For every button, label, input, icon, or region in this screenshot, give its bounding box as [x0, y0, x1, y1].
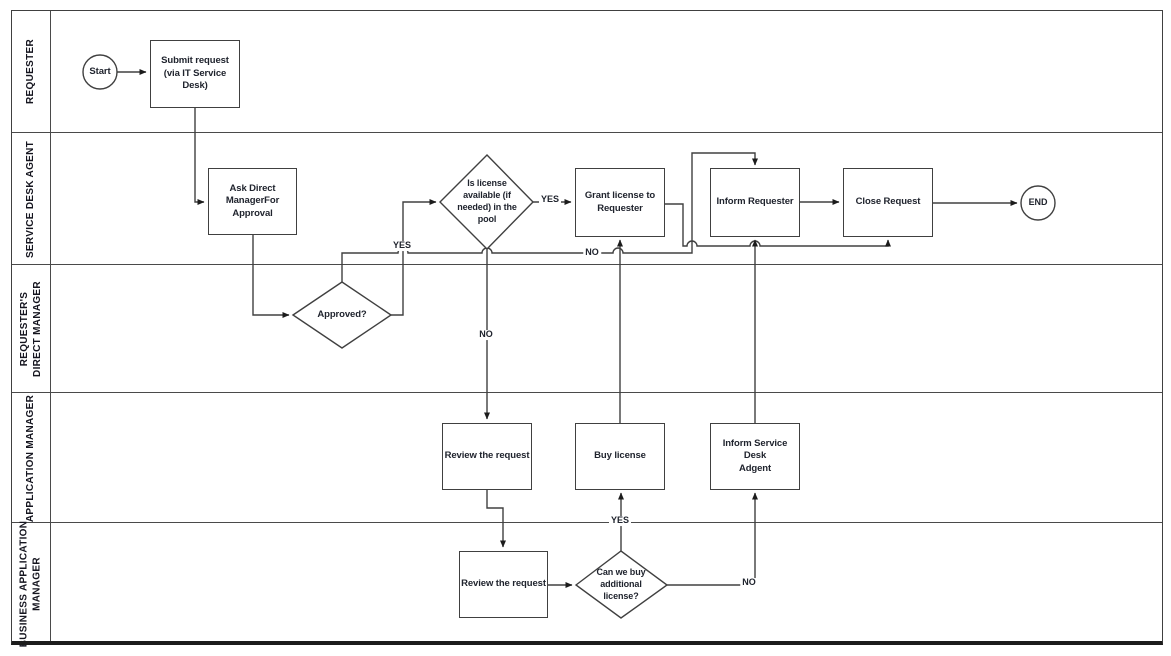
lane-label-requesters-direct-manager: REQUESTER'S DIRECT MANAGER [11, 265, 51, 393]
edge-approved-yes-to-license-diamond [391, 199, 437, 316]
lane-label-application-manager: APPLICATION MANAGER [11, 393, 51, 523]
node-submit-request: Submit request (via IT Service Desk) [150, 40, 240, 108]
edge-label-approved-yes: YES [390, 240, 414, 251]
lane-requester [11, 10, 1163, 133]
lane-requesters-direct-manager [11, 265, 1163, 393]
lane-label-requester: REQUESTER [11, 10, 51, 133]
node-label: Review the request [461, 578, 546, 590]
edge-ask-manager-to-approved [252, 235, 290, 318]
diamond-can-buy [574, 550, 669, 619]
node-label: Review the request [444, 450, 530, 462]
node-label: Inform Service Desk Adgent [722, 437, 788, 474]
edge-can-buy-no-to-inform-sd [667, 492, 758, 586]
edge-label-license-no: NO [477, 329, 495, 340]
edge-approved-no-to-inform-requester [341, 152, 758, 282]
lane-label-business-application-manager: BUSINESS APPLICATION MANAGER [11, 521, 51, 647]
node-label: Buy license [594, 450, 646, 462]
diamond-license-available [439, 154, 534, 250]
lane-application-manager [11, 393, 1163, 523]
node-label: Grant license to Requester [584, 189, 656, 214]
end-terminator [1020, 185, 1056, 221]
edge-review-app-to-review-bus [486, 490, 506, 548]
node-label: Submit request (via IT Service Desk) [161, 55, 229, 92]
diagram-border [11, 10, 1163, 645]
node-ask-direct-manager: Ask Direct ManagerFor Approval [208, 168, 297, 235]
edge-label-can-buy-no: NO [740, 577, 758, 588]
node-label: Close Request [855, 196, 921, 208]
lane-label-service-desk-agent: SERVICE DESK AGENT [11, 133, 51, 265]
node-grant-license: Grant license to Requester [575, 168, 665, 237]
edge-submit-to-ask-manager [194, 108, 205, 205]
node-buy-license: Buy license [575, 423, 665, 490]
start-terminator [82, 54, 118, 90]
node-review-request-application-manager: Review the request [442, 423, 532, 490]
node-label: Ask Direct ManagerFor Approval [225, 182, 280, 219]
edge-grant-to-close-request [665, 203, 891, 247]
edge-label-license-yes: YES [538, 194, 562, 205]
lane-service-desk-agent [11, 133, 1163, 265]
node-label: Inform Requester [716, 196, 794, 208]
edge-label-can-buy-yes: YES [608, 515, 632, 526]
node-review-request-business-manager: Review the request [459, 551, 548, 618]
node-inform-service-desk-agent: Inform Service Desk Adgent [710, 423, 800, 490]
diamond-approved [291, 281, 393, 349]
node-inform-requester: Inform Requester [710, 168, 800, 237]
node-close-request: Close Request [843, 168, 933, 237]
edge-label-approved-no: NO [583, 247, 601, 258]
